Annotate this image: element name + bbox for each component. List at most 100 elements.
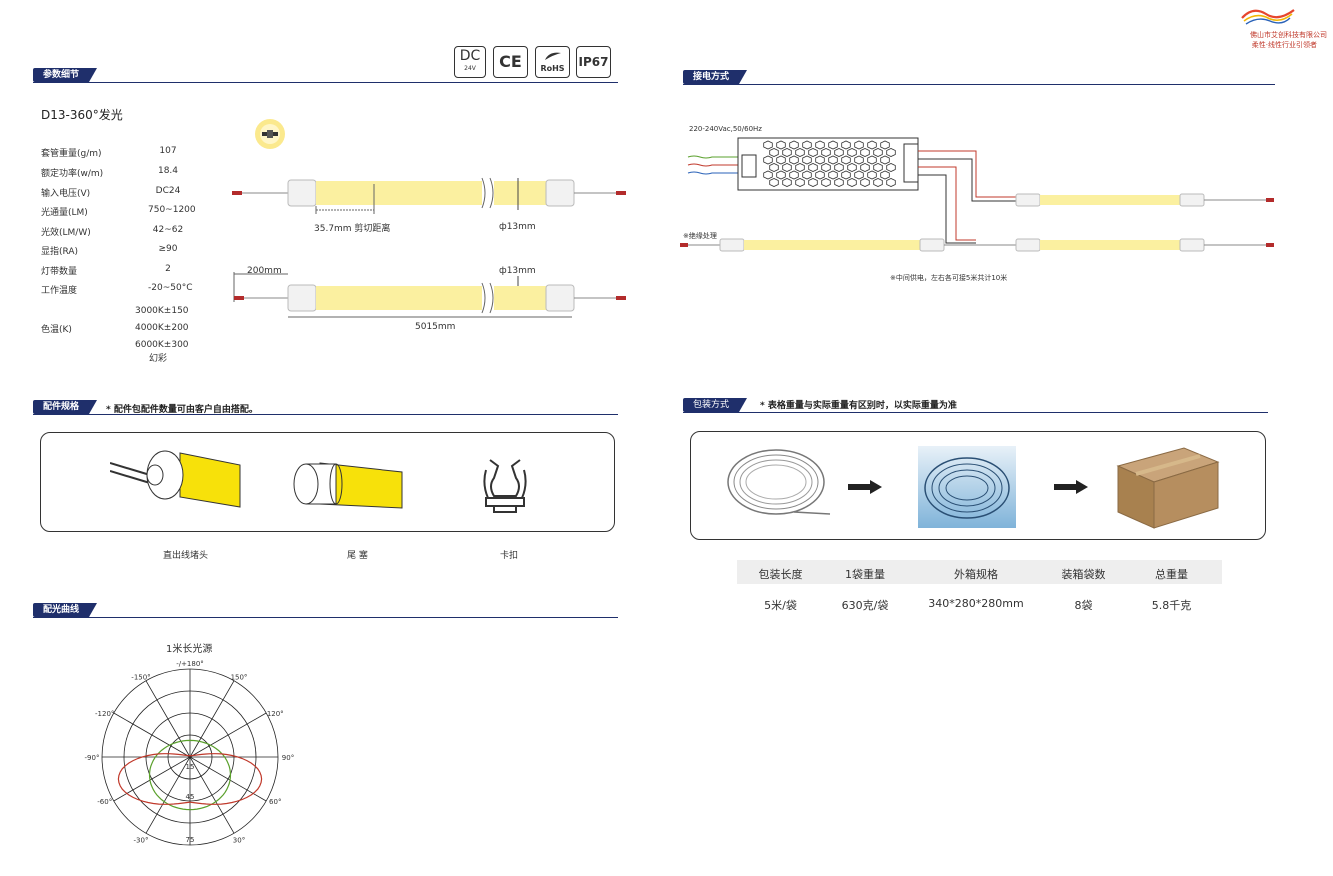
cct-label: 色温(K): [41, 325, 72, 335]
section-divider-curve: [33, 617, 618, 618]
spec-value: DC24: [155, 186, 181, 196]
wiring-note: ※中间供电，左右各可接5米共计10米: [890, 274, 1008, 282]
packing-table: [737, 560, 1222, 584]
accessory-label-tail-plug: 尾 塞: [347, 551, 368, 561]
polar-angle-label: 60°: [269, 798, 281, 806]
packing-table-header: 1袋重量: [845, 568, 885, 581]
light-distribution-polar-chart: -/+180°-150°150°-120°120°-90°90°-60°60°-…: [80, 660, 300, 855]
arrow-icon: [848, 480, 882, 497]
polar-radial-label: 15: [186, 763, 195, 771]
cut-distance-label: 35.7mm 剪切距离: [314, 224, 391, 234]
accessory-label-end-cap: 直出线堵头: [163, 551, 209, 561]
polar-angle-label: -90°: [85, 754, 100, 762]
rohs-badge: RoHS: [535, 46, 570, 78]
cct-value-3: 6000K±300: [135, 340, 189, 350]
polar-angle-label: 90°: [282, 754, 294, 762]
end-cap-with-cable-image: [109, 445, 250, 510]
cct-value-4: 幻彩: [149, 354, 168, 364]
section-divider-accessories: [33, 414, 618, 415]
company-slogan: 柔性·线性行业引领者: [1251, 41, 1317, 49]
polar-grid-spoke: [189, 756, 235, 834]
polar-angle-label: 150°: [231, 673, 248, 681]
product-model: D13-360°发光: [41, 108, 123, 122]
polar-radial-label: 75: [186, 836, 195, 844]
packing-table-cell: 340*280*280mm: [928, 597, 1024, 610]
packing-table-cell: 5.8千克: [1151, 599, 1192, 612]
polar-chart-title: 1米长光源: [166, 644, 213, 655]
spec-key: 光通量(LM): [41, 208, 88, 218]
section-tag-params: 参数细节: [33, 68, 97, 82]
spec-value: ≥90: [158, 244, 178, 254]
dc-24v-badge: DC 24V: [454, 46, 486, 78]
packing-table-header: 总重量: [1155, 568, 1188, 581]
spec-key: 显指(RA): [41, 247, 79, 257]
packing-note: * 表格重量与实际重量有区别时，以实际重量为准: [760, 401, 957, 411]
spec-value: 42~62: [152, 225, 184, 235]
packing-panel: [690, 431, 1266, 540]
packing-table-header: 外箱规格: [954, 568, 998, 581]
cct-value-2: 4000K±200: [135, 323, 189, 333]
spec-key: 输入电压(V): [41, 189, 91, 199]
mounting-clip-image: [480, 456, 530, 518]
diameter-label-2: ф13mm: [499, 266, 536, 276]
company-name: 佛山市艾创科技有限公司: [1250, 31, 1327, 39]
ip67-badge: IP67: [576, 46, 611, 78]
section-tag-curve: 配光曲线: [33, 603, 97, 617]
diameter-label-1: ф13mm: [499, 222, 536, 232]
accessories-panel: [40, 432, 615, 532]
polar-angle-label: -120°: [95, 710, 114, 718]
red-distribution-curve: [117, 753, 263, 805]
dc-label: DC: [459, 48, 481, 64]
section-divider-packing: [683, 412, 1268, 413]
360-emit-icon: [254, 118, 286, 150]
polar-angle-label: -30°: [134, 837, 149, 845]
spec-value: 107: [159, 146, 177, 156]
polar-angle-label: -150°: [131, 673, 150, 681]
spec-key: 灯带数量: [41, 267, 78, 277]
polar-grid-spoke: [145, 680, 191, 758]
green-distribution-curve: [148, 739, 232, 811]
dc-voltage: 24V: [464, 65, 476, 72]
strip-full-length-view: [232, 272, 632, 322]
bagged-coil-image: [918, 446, 1016, 528]
polar-grid-spoke: [145, 756, 191, 834]
arrow-icon: [1054, 480, 1088, 497]
rohs-label: RoHS: [540, 64, 565, 73]
insulation-note: ※绝缘处理: [683, 232, 717, 240]
spec-key: 光效(LM/W): [41, 228, 91, 238]
tail-plug-image: [290, 458, 410, 513]
polar-angle-label: -60°: [97, 798, 112, 806]
cct-value-1: 3000K±150: [135, 306, 189, 316]
section-divider: [33, 82, 618, 83]
polar-angle-label: 30°: [233, 837, 245, 845]
company-logo: [1238, 4, 1298, 26]
carton-box-image: [1114, 436, 1222, 530]
spec-value: 750~1200: [148, 205, 196, 215]
accessories-note: * 配件包配件数量可由客户自由搭配。: [106, 405, 258, 415]
section-divider-wiring: [683, 84, 1275, 85]
spec-value: 18.4: [157, 166, 179, 176]
section-tag-wiring: 接电方式: [683, 70, 747, 84]
packing-table-header: 装箱袋数: [1061, 568, 1106, 581]
input-voltage-label: 220-240Vac,50/60Hz: [689, 125, 762, 133]
leaf-icon: [544, 52, 561, 60]
lead-length-label: 200mm: [247, 266, 282, 276]
ce-badge: CE: [493, 46, 528, 78]
polar-grid-spoke: [189, 680, 235, 758]
polar-radial-label: 45: [186, 793, 195, 801]
packing-table-header: 包装长度: [758, 568, 803, 581]
section-tag-accessories: 配件规格: [33, 400, 97, 414]
polar-angle-label: -/+180°: [176, 660, 204, 668]
packing-table-cell: 5米/袋: [764, 599, 797, 612]
coiled-strip-image: [724, 446, 834, 521]
section-tag-packing: 包装方式: [683, 398, 747, 412]
spec-key: 额定功率(w/m): [41, 169, 104, 179]
strip-side-view-cut: [232, 170, 632, 240]
spec-value: 2: [165, 264, 171, 274]
spec-value: -20~50°C: [148, 283, 193, 293]
spec-key: 工作温度: [41, 286, 78, 296]
polar-grid-spoke: [113, 712, 191, 758]
accessory-label-clip: 卡扣: [500, 551, 519, 561]
packing-table-cell: 8袋: [1074, 599, 1093, 612]
wiring-diagram: [676, 135, 1280, 255]
